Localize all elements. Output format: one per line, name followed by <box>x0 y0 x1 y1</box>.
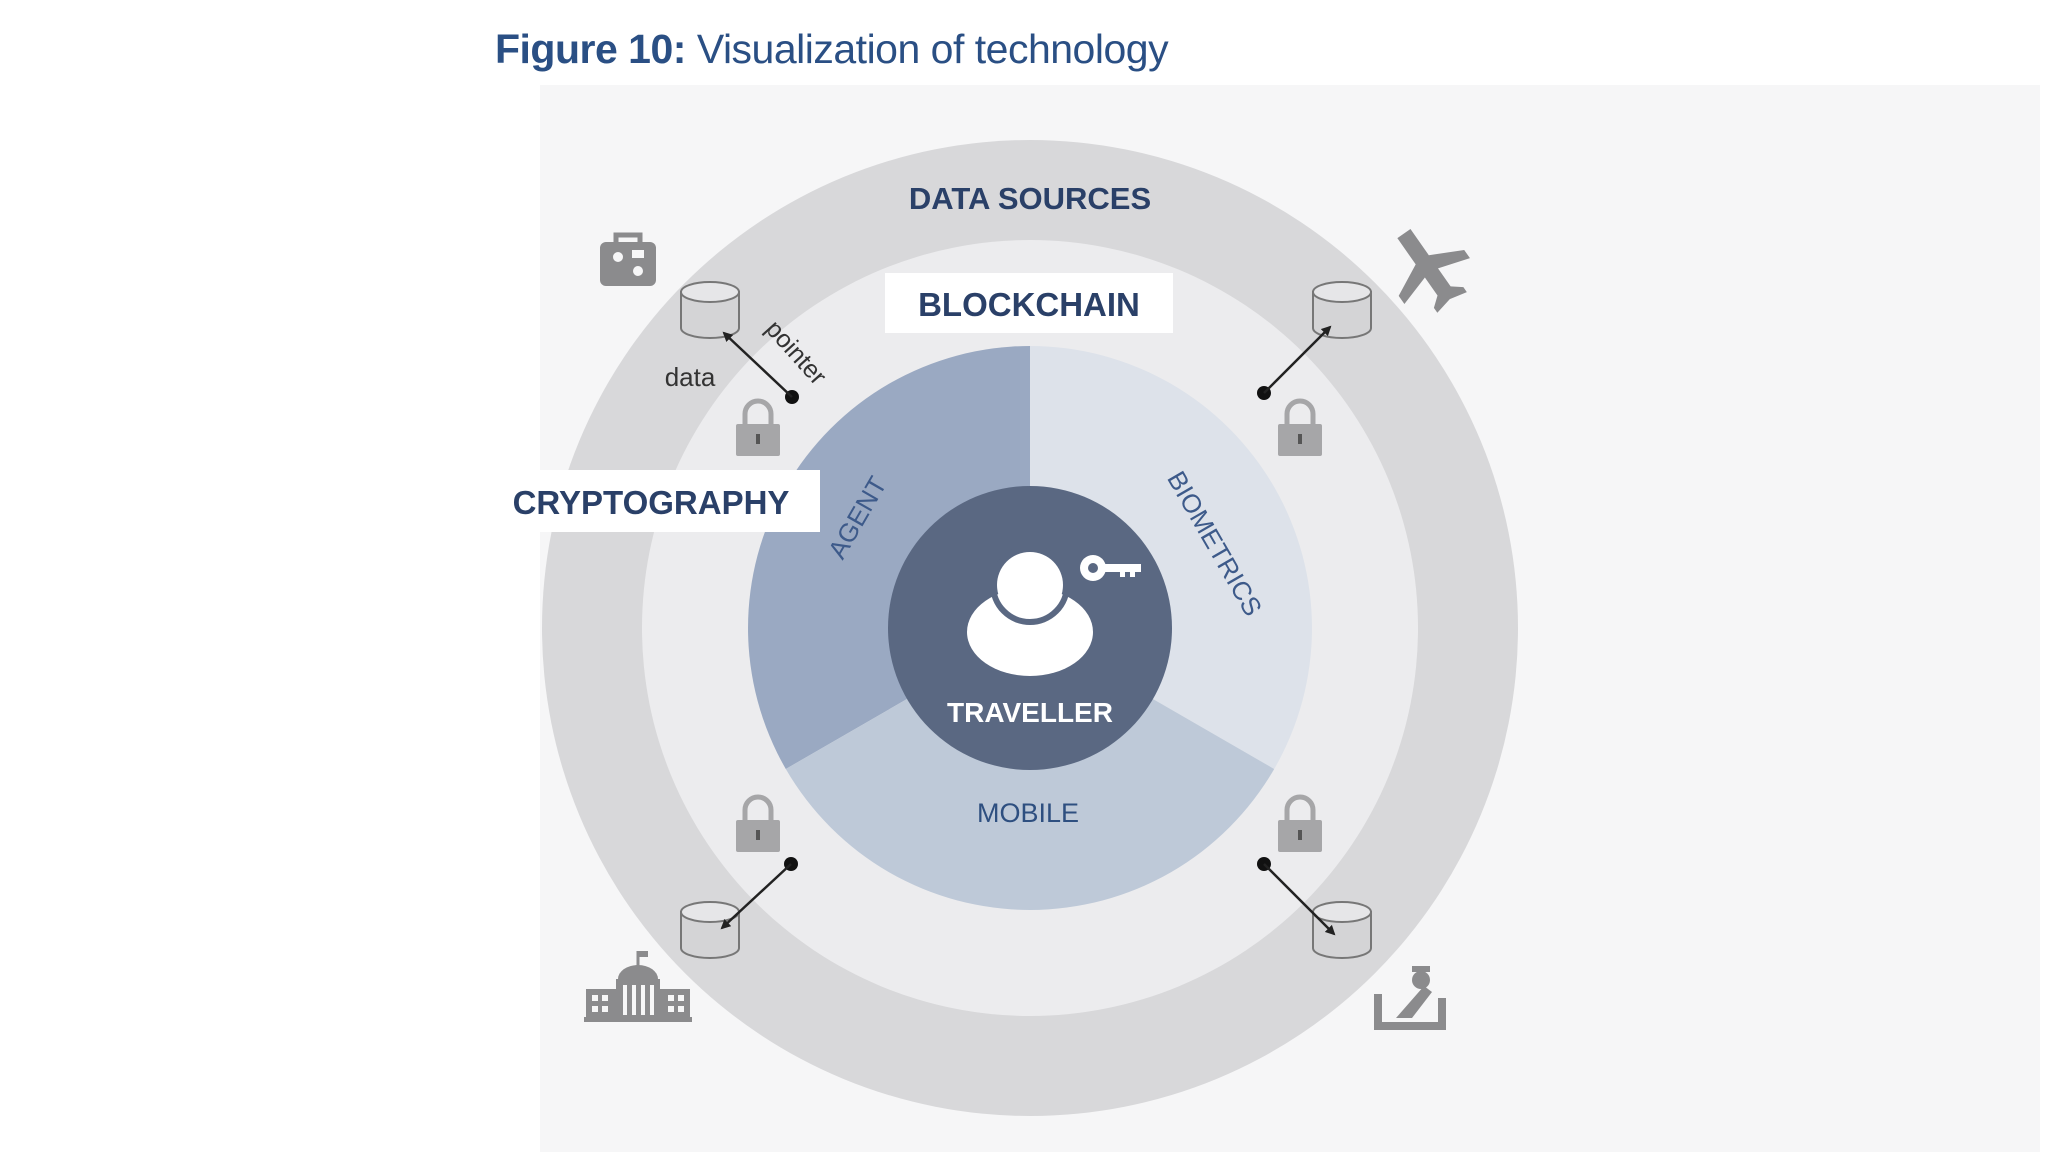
border-officer-icon <box>1374 966 1446 1030</box>
pointer-arrow <box>1257 857 1336 936</box>
luggage-icon <box>600 232 656 286</box>
cryptography-label-box <box>488 470 820 532</box>
government-building-icon <box>584 951 692 1022</box>
pointer-arrow <box>720 857 798 930</box>
person-icon <box>967 545 1093 676</box>
key-icon <box>1080 555 1141 581</box>
lock-icon <box>736 794 780 852</box>
figure-title: Visualization of technology <box>696 26 1169 72</box>
blockchain-label: BLOCKCHAIN <box>918 286 1140 323</box>
lock-icon <box>1278 794 1322 852</box>
blockchain-label-box <box>885 273 1173 333</box>
data-label: data <box>665 362 716 392</box>
figure-caption: Figure 10: Visualization of technology <box>495 26 1169 73</box>
lock-icon <box>736 398 780 456</box>
mobile-label: MOBILE <box>977 798 1079 828</box>
database-icon <box>680 901 740 959</box>
data-sources-label: DATA SOURCES <box>909 181 1151 216</box>
database-icon <box>1312 901 1372 959</box>
traveller-label: TRAVELLER <box>947 697 1113 728</box>
cryptography-label: CRYPTOGRAPHY <box>513 484 790 521</box>
airplane-icon <box>1397 229 1470 313</box>
lock-icon <box>1278 398 1322 456</box>
pointer-arrow <box>722 331 799 404</box>
figure-number: Figure 10: <box>495 26 686 72</box>
database-icon <box>680 281 740 339</box>
database-icon <box>1312 281 1372 339</box>
pointer-arrow <box>1257 325 1332 400</box>
